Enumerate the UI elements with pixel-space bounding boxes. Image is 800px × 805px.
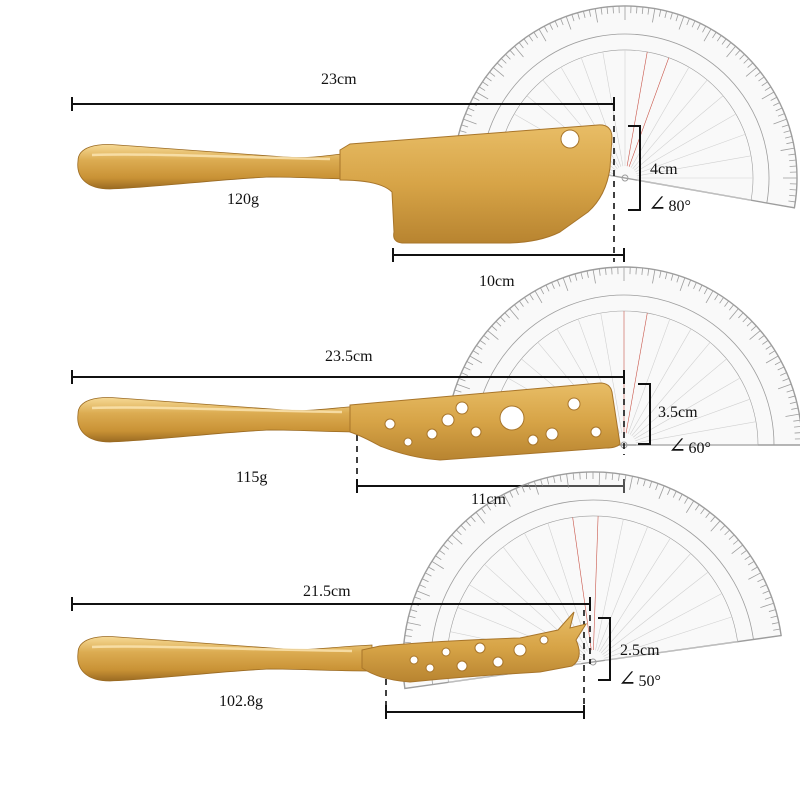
knife-3-height-label: 2.5cm: [620, 643, 660, 659]
knife-2-angle-label: ∠60°: [668, 435, 711, 457]
knife-2-blade-hole: [427, 429, 437, 439]
knife-3-blade-hole: [426, 664, 434, 672]
knife-2-height-label: 3.5cm: [658, 405, 698, 421]
knife-3-angle-value: 50°: [638, 673, 660, 690]
knife-2-blade-hole: [456, 402, 468, 414]
knife-3-blade-hole: [442, 648, 450, 656]
knife-2-blade-hole: [500, 406, 524, 430]
knife-3-weight-label: 102.8g: [219, 694, 263, 710]
knife-2-blade-hole: [528, 435, 538, 445]
knife-2-blade-hole: [471, 427, 481, 437]
knife-1-blade-length-label: 10cm: [479, 274, 515, 290]
knife-3-blade-hole: [457, 661, 467, 671]
knife-1-length-label: 23cm: [321, 72, 357, 88]
knife-3-blade-hole: [540, 636, 548, 644]
knife-2-blade-hole: [385, 419, 395, 429]
knife-2-blade-length-label: 11cm: [471, 492, 506, 508]
knife-3-handle: [78, 637, 372, 681]
knife-2-blade-hole: [442, 414, 454, 426]
knife-3-blade-hole: [475, 643, 485, 653]
knife-3-length-label: 21.5cm: [303, 584, 351, 600]
knife-1-angle-value: 80°: [668, 198, 690, 215]
angle-icon: ∠: [618, 666, 636, 691]
knife-3-blade-line: [386, 705, 584, 719]
knife-2-weight-label: 115g: [236, 470, 267, 486]
knife-3-blade-hole: [493, 657, 503, 667]
knife-2-blade-hole: [546, 428, 558, 440]
knife-1-angle-label: ∠80°: [648, 193, 691, 215]
knife-1-blade-hole: [561, 130, 579, 148]
knife-1-weight-label: 120g: [227, 192, 259, 208]
knife-1-blade-line: [393, 248, 624, 262]
knife-2-blade-hole: [568, 398, 580, 410]
knife-2-blade-hole: [404, 438, 412, 446]
angle-icon: ∠: [648, 191, 666, 216]
angle-icon: ∠: [668, 433, 686, 458]
knife-3-blade-hole: [410, 656, 418, 664]
knife-3-blade-hole: [514, 644, 526, 656]
knife-3-angle-label: ∠50°: [618, 668, 661, 690]
knife-1-height-label: 4cm: [650, 162, 678, 178]
knife-2-length-label: 23.5cm: [325, 349, 373, 365]
knife-2-handle: [78, 398, 362, 442]
knife-2-blade-hole: [591, 427, 601, 437]
knife-1-handle: [78, 145, 350, 189]
knife-2-angle-value: 60°: [688, 440, 710, 457]
